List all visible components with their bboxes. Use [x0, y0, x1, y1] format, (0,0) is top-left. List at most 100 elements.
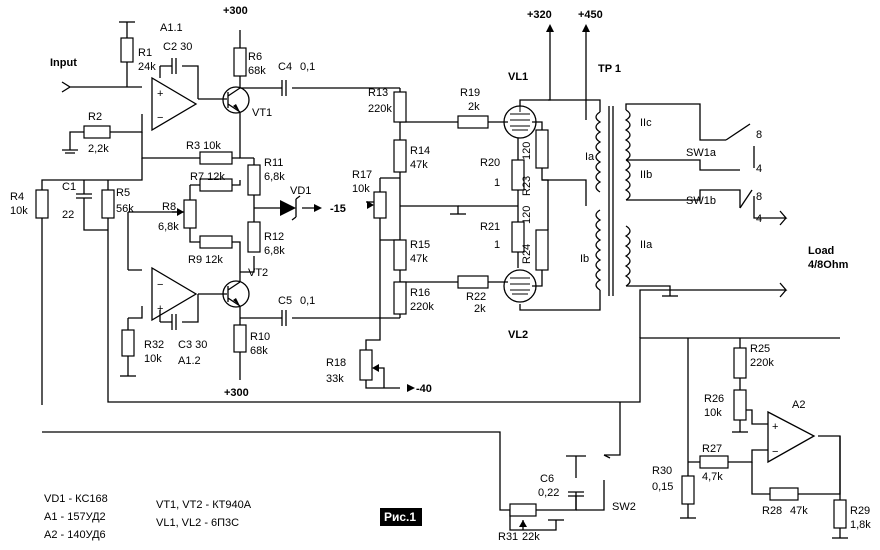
label-vl1: VL1 [508, 71, 528, 83]
value-c4: 0,1 [300, 61, 315, 73]
resistor-r7 [199, 178, 233, 192]
label-plus450: +450 [578, 9, 603, 21]
label-r7: R7 12k [190, 171, 225, 183]
value-r11: 6,8k [264, 171, 285, 183]
label-a2: A2 [792, 399, 805, 411]
transistor-vt1: VT1 [222, 86, 272, 119]
label-r17: R17 [352, 169, 372, 181]
resistor-r19 [457, 115, 489, 129]
resistor-r21 [511, 221, 525, 253]
label-ia: Ia [585, 151, 595, 163]
tube-vl1: VL1 [503, 71, 537, 139]
label-r3: R3 10k [186, 140, 221, 152]
capacitor-c2 [171, 58, 177, 74]
label-r11: R11 [264, 157, 283, 169]
tap-8-lower: 8 [756, 191, 762, 203]
resistor-r32 [121, 329, 135, 357]
resistor-r29 [833, 499, 847, 529]
value-c6: 0,22 [538, 487, 559, 499]
resistor-r13 [393, 91, 407, 123]
resistor-r23 [535, 129, 549, 169]
value-r2: 2,2k [88, 143, 109, 155]
label-input: Input [50, 57, 77, 69]
capacitor-c1 [76, 193, 92, 214]
resistor-r16 [393, 281, 407, 315]
label-plus300-top: +300 [223, 5, 248, 17]
label-r25: R25 [750, 343, 770, 355]
tube-vl2: VL2 [503, 269, 537, 341]
resistor-r12 [247, 221, 261, 253]
label-r12: R12 [264, 231, 284, 243]
value-r22: 2k [474, 303, 486, 315]
label-ib: Ib [580, 253, 589, 265]
label-r23: R23 [521, 176, 533, 196]
resistor-r2 [83, 125, 111, 139]
label-a1-2: A1.2 [178, 355, 201, 367]
switch-sw1a: SW1a 8 4 [686, 123, 762, 175]
value-r13: 220k [368, 103, 392, 115]
label-iia: IIa [640, 239, 653, 251]
label-r6: R6 [248, 51, 262, 63]
capacitor-c4 [281, 80, 287, 96]
value-r32: 10k [144, 353, 162, 365]
label-r19: R19 [460, 87, 480, 99]
opamp-minus-sign: − [157, 279, 163, 291]
label-iib: IIb [640, 169, 652, 181]
label-r10: R10 [250, 331, 270, 343]
transistor-vt2: VT2 [222, 267, 268, 308]
resistor-r25 [733, 347, 747, 379]
power-labels: Input +300 +300 +320 +450 -40 [50, 5, 603, 399]
value-r14: 47k [410, 159, 428, 171]
label-c6: C6 [540, 473, 554, 485]
resistor-r4 [35, 189, 49, 219]
label-minus15: -15 [330, 203, 346, 215]
label-r16: R16 [410, 287, 430, 299]
label-vd1: VD1 [290, 185, 311, 197]
label-r21: R21 [480, 221, 500, 233]
resistor-r18 [359, 349, 373, 381]
note-a2: A2 - 140УД6 [44, 529, 106, 541]
value-r28: 47k [790, 505, 808, 517]
label-r31: R31 [498, 531, 518, 543]
value-c1: 22 [62, 209, 74, 221]
label-plus300-bottom: +300 [224, 387, 249, 399]
value-r5: 56k [116, 203, 134, 215]
label-c1: C1 [62, 181, 76, 193]
label-r26: R26 [704, 393, 724, 405]
output-transformer: TP 1 Ia Ib IIc IIb IIa [580, 63, 653, 296]
label-r9: R9 12k [188, 254, 223, 266]
value-r26: 10k [704, 407, 722, 419]
label-c3: C3 30 [178, 339, 207, 351]
label-sw2: SW2 [612, 501, 636, 513]
label-tp1: TP 1 [598, 63, 621, 75]
value-r17: 10k [352, 183, 370, 195]
label-r8: R8 [162, 201, 176, 213]
label-r15: R15 [410, 239, 430, 251]
label-vt2: VT2 [248, 267, 268, 279]
wires [41, 22, 841, 538]
label-r32: R32 [144, 339, 164, 351]
figure-badge: Рис.1 [380, 508, 422, 526]
label-a1-1: A1.1 [160, 22, 183, 34]
value-r15: 47k [410, 253, 428, 265]
label-sw1a: SW1a [686, 147, 717, 159]
value-r30: 0,15 [652, 481, 673, 493]
ground-symbols [62, 21, 848, 539]
value-r23: 120 [521, 142, 533, 160]
label-r4: R4 [10, 191, 24, 203]
value-r19: 2k [468, 101, 480, 113]
label-r1: R1 [138, 47, 152, 59]
capacitors [76, 58, 584, 510]
figure-label: Рис.1 [384, 510, 416, 524]
opamp-minus-sign: − [157, 112, 163, 124]
resistor-r11 [247, 164, 261, 196]
opamp-plus-sign: + [772, 421, 778, 433]
value-r20: 1 [494, 177, 500, 189]
note-vd1: VD1 - КС168 [44, 493, 108, 505]
resistor-r6 [233, 47, 247, 77]
label-r5: R5 [116, 187, 130, 199]
label-r2: R2 [88, 111, 102, 123]
label-r14: R14 [410, 145, 430, 157]
